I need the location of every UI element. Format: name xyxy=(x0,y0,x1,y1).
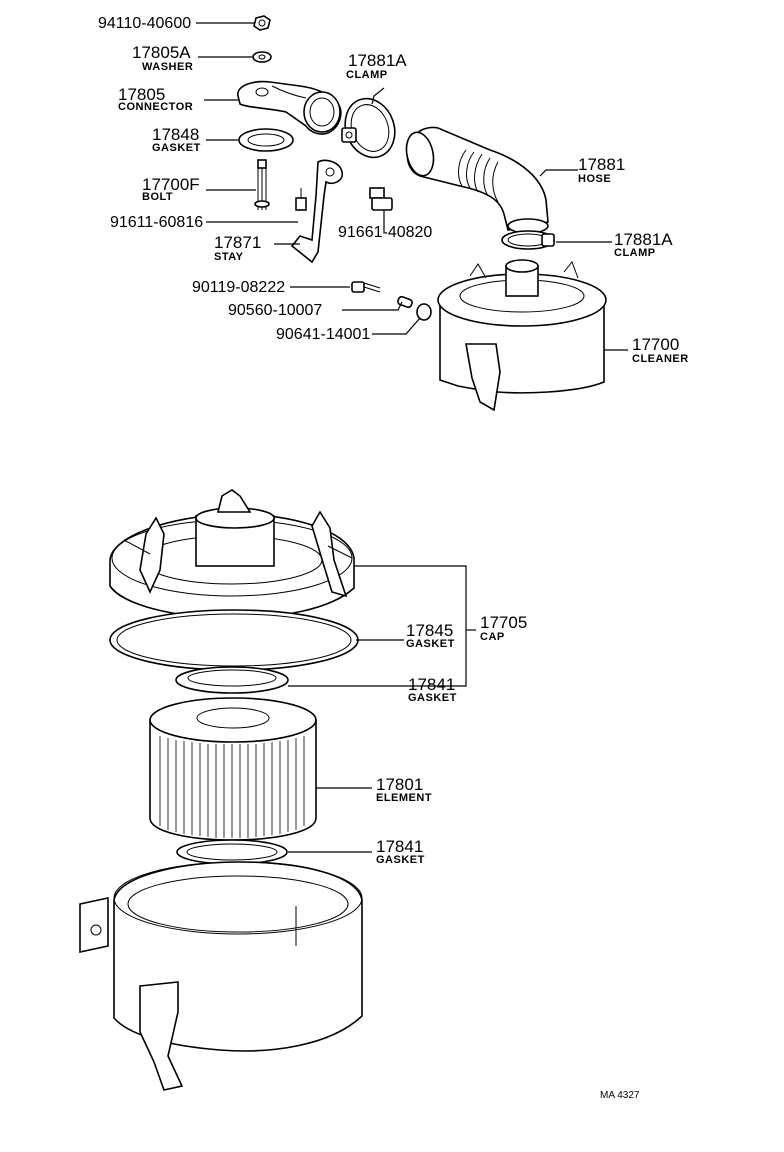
label-17881-hose: 17881 HOSE xyxy=(578,155,625,185)
svg-text:GASKET: GASKET xyxy=(152,142,201,154)
svg-text:BOLT: BOLT xyxy=(142,191,173,203)
bolt-90119-drawing xyxy=(351,281,381,293)
cap-17705-drawing xyxy=(109,489,355,619)
label-17881A-clamp-lower: 17881A CLAMP xyxy=(614,230,673,259)
label-94110-40600: 94110-40600 xyxy=(98,15,191,32)
gasket-17848-drawing xyxy=(238,128,294,152)
svg-text:17705: 17705 xyxy=(480,613,527,632)
svg-text:WASHER: WASHER xyxy=(142,61,193,73)
element-17801-drawing xyxy=(149,697,317,841)
svg-text:17801: 17801 xyxy=(376,775,423,794)
label-17845-gasket: 17845 GASKET xyxy=(406,621,455,650)
gasket-17845-drawing xyxy=(109,609,359,671)
label-17841-gasket-lower: 17841 GASKET xyxy=(376,837,425,866)
svg-text:GASKET: GASKET xyxy=(376,854,425,866)
cleaner-body-drawing xyxy=(79,861,363,1091)
connector-17805-drawing xyxy=(237,80,342,135)
svg-text:ELEMENT: ELEMENT xyxy=(376,792,432,804)
svg-text:CLEANER: CLEANER xyxy=(632,353,689,365)
svg-text:91661-40820: 91661-40820 xyxy=(338,224,432,241)
label-17805-connector: 17805 CONNECTOR xyxy=(118,85,193,113)
label-17805A-washer: 17805A WASHER xyxy=(132,43,193,73)
label-17871-stay: 17871 STAY xyxy=(214,233,261,263)
label-17881A-clamp-top: 17881A CLAMP xyxy=(346,51,407,81)
svg-text:17881A: 17881A xyxy=(348,51,407,70)
label-17700-cleaner: 17700 CLEANER xyxy=(632,335,689,365)
hose-17881-drawing xyxy=(405,126,549,234)
label-17700F-bolt: 17700F BOLT xyxy=(142,175,200,203)
pin-90560-drawing xyxy=(397,295,413,309)
svg-text:17805: 17805 xyxy=(118,85,165,104)
svg-text:90119-08222: 90119-08222 xyxy=(192,279,285,296)
clamp-17881A-lower-drawing xyxy=(501,230,555,250)
leader-lines xyxy=(196,22,628,853)
label-91611-60816: 91611-60816 xyxy=(110,214,203,231)
svg-text:17845: 17845 xyxy=(406,621,453,640)
svg-text:CAP: CAP xyxy=(480,631,505,643)
gasket-17841-lower-drawing xyxy=(176,839,288,865)
svg-text:GASKET: GASKET xyxy=(408,692,457,704)
svg-text:90560-10007: 90560-10007 xyxy=(228,302,322,319)
svg-text:90641-14001: 90641-14001 xyxy=(276,326,370,343)
label-17841-gasket-upper: 17841 GASKET xyxy=(408,675,457,704)
washer-17805A-drawing xyxy=(252,51,272,63)
svg-text:17848: 17848 xyxy=(152,125,199,144)
svg-text:CONNECTOR: CONNECTOR xyxy=(118,101,193,113)
clamp-17881A-top-drawing xyxy=(341,97,396,159)
svg-text:CLAMP: CLAMP xyxy=(346,69,388,81)
figure-reference: MA 4327 xyxy=(600,1090,640,1101)
svg-text:GASKET: GASKET xyxy=(406,638,455,650)
grommet-90641-drawing xyxy=(416,303,432,321)
svg-text:STAY: STAY xyxy=(214,251,244,263)
svg-text:17871: 17871 xyxy=(214,233,261,252)
label-90560-10007: 90560-10007 xyxy=(228,302,322,319)
svg-text:17805A: 17805A xyxy=(132,43,191,62)
bolt-17700F-drawing xyxy=(254,159,270,210)
label-17848-gasket: 17848 GASKET xyxy=(152,125,201,154)
svg-text:94110-40600: 94110-40600 xyxy=(98,15,191,32)
label-17801-element: 17801 ELEMENT xyxy=(376,775,432,804)
stay-17871-drawing xyxy=(290,159,344,264)
svg-text:91611-60816: 91611-60816 xyxy=(110,214,203,231)
bolt-91661-drawing xyxy=(369,187,393,211)
svg-text:HOSE: HOSE xyxy=(578,173,611,185)
svg-text:17841: 17841 xyxy=(408,675,455,694)
label-90641-14001: 90641-14001 xyxy=(276,326,370,343)
svg-text:17881: 17881 xyxy=(578,155,625,174)
label-91661-40820: 91661-40820 xyxy=(338,224,432,241)
gasket-17841-upper-drawing xyxy=(175,666,289,694)
nut-94110-drawing xyxy=(253,15,271,31)
cleaner-17700-drawing xyxy=(437,259,607,412)
label-90119-08222: 90119-08222 xyxy=(192,279,285,296)
svg-text:CLAMP: CLAMP xyxy=(614,247,656,259)
svg-text:17841: 17841 xyxy=(376,837,423,856)
label-17705-cap: 17705 CAP xyxy=(480,613,527,643)
svg-text:17700: 17700 xyxy=(632,335,679,354)
svg-text:17700F: 17700F xyxy=(142,175,200,194)
svg-text:17881A: 17881A xyxy=(614,230,673,249)
